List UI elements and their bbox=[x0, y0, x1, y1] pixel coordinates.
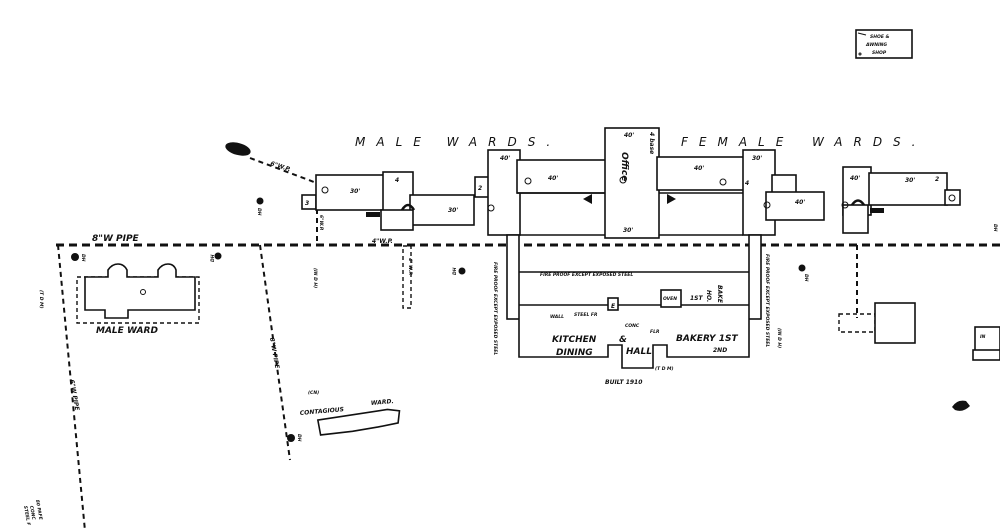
story-count: 4 bbox=[395, 177, 399, 184]
room-size: 40' bbox=[624, 132, 634, 139]
label-oven: OVEN bbox=[663, 296, 677, 302]
room-size: 40' bbox=[694, 165, 704, 172]
outbuilding-dashed bbox=[838, 313, 876, 333]
hydrant-label: DH bbox=[803, 274, 809, 282]
legend-line-3: SHOP bbox=[872, 50, 887, 56]
label-8wp-vertical: 8"W PIPE bbox=[268, 337, 280, 370]
hydrant-6: DH bbox=[287, 434, 302, 442]
label-wall: WALL bbox=[550, 314, 564, 320]
label-bake-ho: HO. bbox=[705, 290, 712, 302]
room-size: 30' bbox=[623, 227, 633, 234]
hydrant-label: DH bbox=[210, 254, 216, 262]
label-fire-proof-side-right: FIRE PROOF EXCEPT EXPOSED STEEL bbox=[764, 254, 770, 347]
hydrant-label: DH bbox=[80, 254, 86, 262]
label-in: IN bbox=[980, 334, 986, 340]
room-size: 30' bbox=[752, 155, 762, 162]
hydrant-1: DH bbox=[71, 253, 86, 262]
story-count: 3 bbox=[305, 200, 309, 207]
title-female-wards: WARDS. bbox=[812, 135, 927, 149]
arrow-right-icon bbox=[667, 194, 676, 204]
building-male-ward-wing-left: 30' 30' 4 3 bbox=[301, 171, 475, 231]
label-4wp: 4"W.P. bbox=[372, 238, 393, 245]
building-female-ward-center: 40' 30' 40' 4 bbox=[656, 149, 825, 236]
label-bake: BAKE bbox=[716, 285, 723, 304]
label-male-ward: MALE WARD bbox=[96, 326, 158, 336]
outbuilding-square bbox=[874, 302, 916, 344]
room-size: 30' bbox=[448, 207, 458, 214]
note-bottom-left-2: CONC bbox=[28, 505, 36, 521]
legend-line-1: SHOE & bbox=[870, 34, 889, 40]
label-tdm: (T D M) bbox=[655, 366, 674, 372]
label-6wp: 6"W.P. bbox=[269, 160, 291, 173]
label-amp: & bbox=[619, 335, 627, 345]
hydrant-2: DH bbox=[210, 252, 222, 262]
label-flr: FLR bbox=[650, 329, 660, 335]
room-size: 40' bbox=[850, 175, 860, 182]
label-office: Office bbox=[619, 152, 629, 181]
label-steel-fr: STEEL FR bbox=[574, 312, 598, 318]
small-blob bbox=[952, 400, 970, 411]
label-right-cut: DH bbox=[992, 224, 998, 232]
label-conc: CONC bbox=[625, 323, 640, 329]
hydrant-5: DH bbox=[798, 264, 809, 282]
label-built: BUILT 1910 bbox=[605, 379, 642, 386]
arrow-left-icon bbox=[583, 194, 592, 204]
room-size: 40' bbox=[500, 155, 510, 162]
pond-blob bbox=[225, 142, 251, 156]
room-size: 30' bbox=[905, 177, 915, 184]
story-count: 2 bbox=[478, 185, 482, 192]
label-contagious: CONTAGIOUS bbox=[300, 406, 345, 417]
story-count: 4 bbox=[745, 180, 749, 187]
building-male-ward: MALE WARD (T D M) bbox=[38, 263, 200, 336]
pipe-left-vertical bbox=[57, 244, 86, 531]
hydrant-3: DH bbox=[256, 197, 264, 216]
hydrant-label: DH bbox=[256, 208, 262, 216]
label-main-pipe: 8"W PIPE bbox=[92, 234, 140, 244]
hydrant-4: DH bbox=[452, 267, 466, 275]
note-tdm-left: (T D M) bbox=[38, 290, 44, 309]
label-tunnel: 4" W.P. bbox=[407, 258, 413, 275]
label-dining: DINING bbox=[556, 348, 593, 358]
title-female: FEMALE bbox=[681, 135, 794, 149]
pipe-6wp-diagonal bbox=[249, 157, 315, 183]
hydrant-label: DH bbox=[296, 434, 302, 442]
note-in-dh: (IN D H) bbox=[776, 328, 782, 348]
label-6wp-left: 6"W PIPE bbox=[68, 379, 80, 412]
label-fire-proof-side-left: FIRE PROOF EXCEPT EXPOSED STEEL bbox=[492, 262, 498, 355]
label-fire-proof: FIRE PROOF EXCEPT EXPOSED STEEL bbox=[540, 272, 633, 278]
label-bakery-2nd: 2ND bbox=[713, 347, 727, 354]
legend-box-shoe-awning-shop: SHOE & AWNING SHOP bbox=[855, 29, 913, 59]
note-bottom-left-1: 80 PAFE bbox=[34, 499, 44, 521]
tunnel-4wp bbox=[402, 245, 412, 309]
story-count: 2 bbox=[935, 176, 939, 183]
label-hall: HALL bbox=[626, 347, 652, 357]
label-contagious-ward: WARD. bbox=[371, 398, 394, 407]
label-bakery: BAKERY 1ST bbox=[676, 334, 738, 344]
pipe-8wp-vertical bbox=[259, 244, 291, 461]
building-office: Office 4 base 40' 30' bbox=[604, 127, 660, 239]
room-size: 40' bbox=[548, 175, 558, 182]
building-right-cut: IN bbox=[972, 326, 1000, 361]
building-contagious-ward: CONTAGIOUS WARD. (CN) bbox=[300, 390, 401, 436]
building-female-ward-right: 40' 30' 2 bbox=[841, 166, 961, 234]
note-bottom-left-3: STEEL F bbox=[22, 505, 32, 527]
label-first: 1ST bbox=[690, 295, 703, 302]
label-office-stories: 4 base bbox=[648, 132, 655, 154]
label-6wp-vert: 6"W.P. bbox=[318, 215, 324, 231]
note-in-dh-left: (IN D H) bbox=[312, 268, 318, 288]
building-kitchen-dining-bakery: FIRE PROOF EXCEPT EXPOSED STEEL E OVEN 1… bbox=[312, 234, 782, 386]
label-kitchen: KITCHEN bbox=[552, 335, 597, 345]
room-size: 30' bbox=[350, 188, 360, 195]
label-e: E bbox=[611, 303, 616, 310]
room-size: 40' bbox=[795, 199, 805, 206]
legend-line-2: AWNING bbox=[865, 42, 887, 48]
hydrant-label: DH bbox=[452, 267, 458, 275]
label-contagious-cn: (CN) bbox=[308, 390, 319, 396]
title-male-wards: MALE WARDS. bbox=[355, 135, 561, 149]
